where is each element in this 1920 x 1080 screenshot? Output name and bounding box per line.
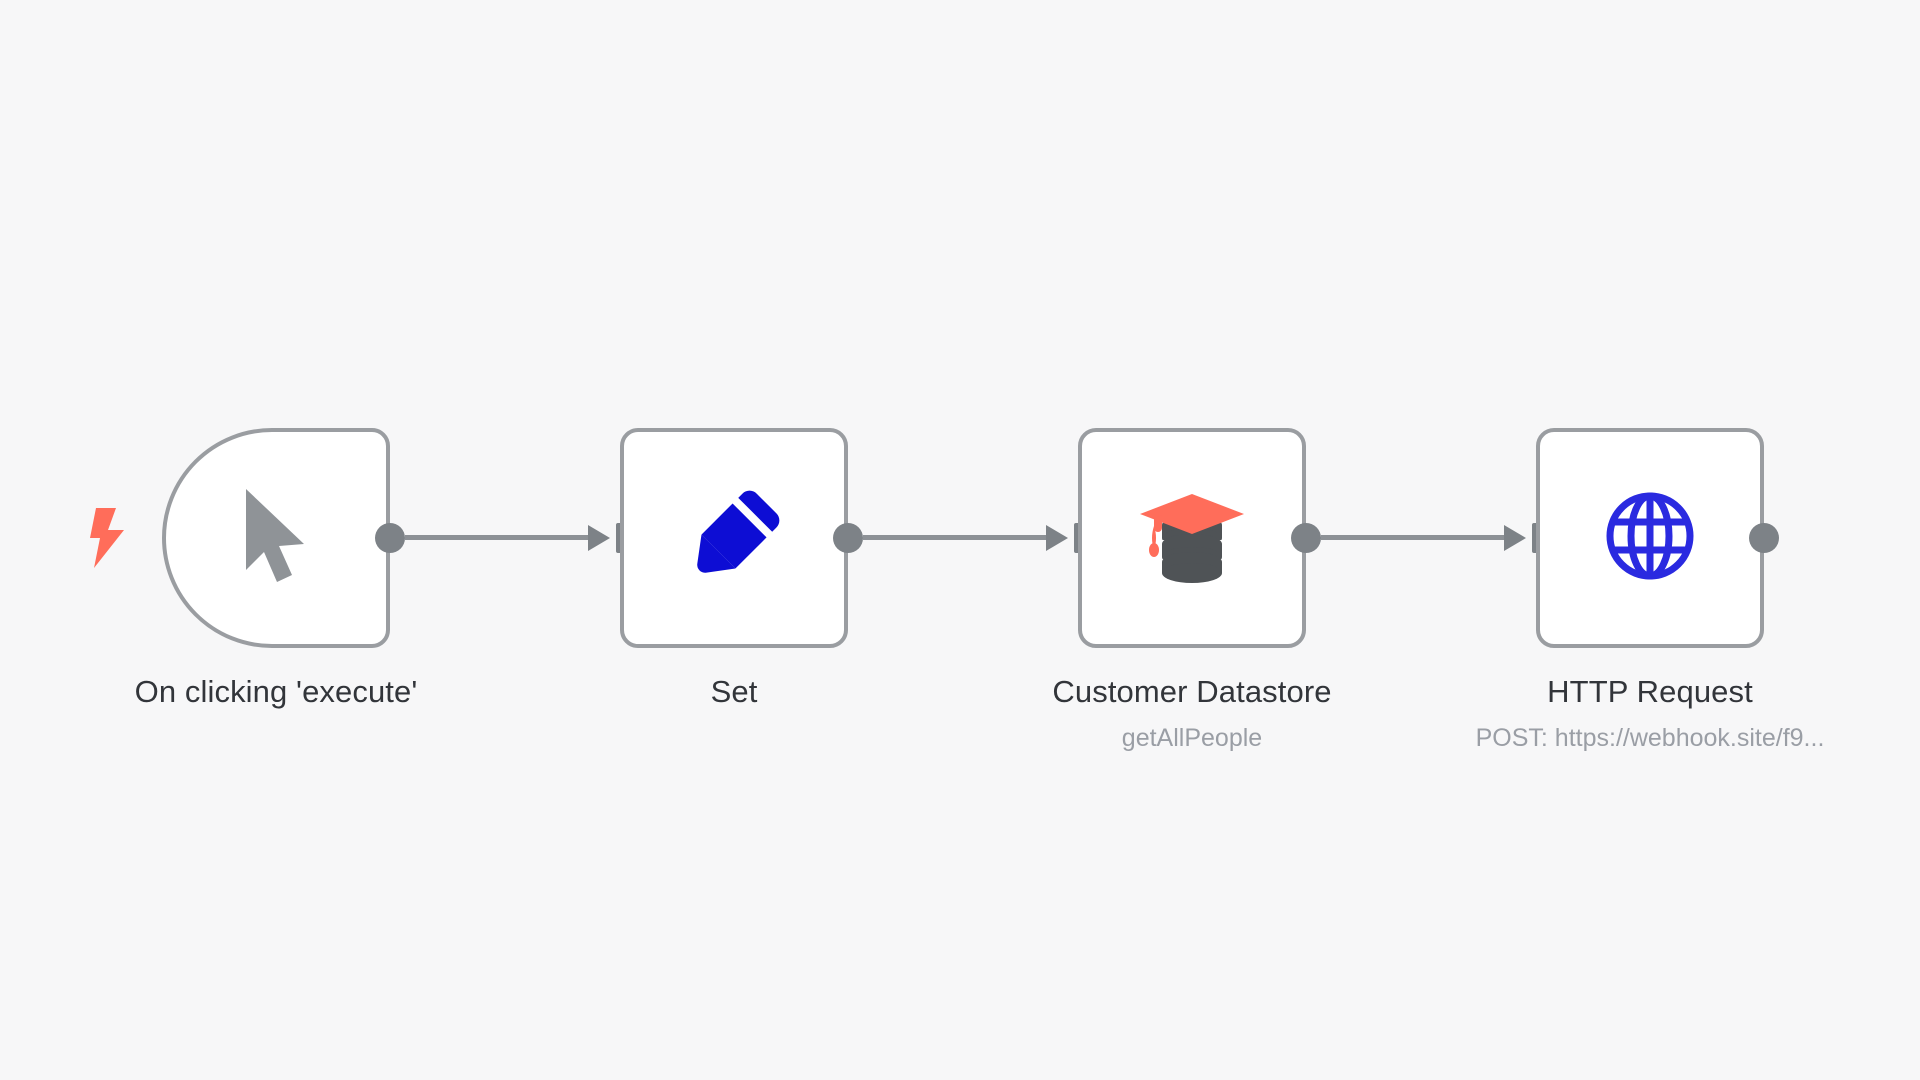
output-endpoint-set[interactable] bbox=[833, 523, 863, 553]
node-manual-trigger[interactable] bbox=[162, 428, 390, 648]
mouse-cursor-icon bbox=[238, 486, 314, 591]
output-endpoint-customer-datastore[interactable] bbox=[1291, 523, 1321, 553]
node-label-customer-datastore: Customer Datastore bbox=[1052, 674, 1332, 709]
pencil-icon bbox=[682, 484, 786, 593]
connector-datastore-to-http[interactable] bbox=[1321, 535, 1516, 540]
node-http-request[interactable] bbox=[1536, 428, 1764, 648]
node-set[interactable] bbox=[620, 428, 848, 648]
arrow-right-icon bbox=[588, 525, 610, 551]
node-customer-datastore[interactable] bbox=[1078, 428, 1306, 648]
node-label-set: Set bbox=[710, 674, 758, 709]
globe-icon bbox=[1600, 486, 1700, 591]
node-sublabel-http-request: POST: https://webhook.site/f9... bbox=[1475, 724, 1825, 752]
connector-set-to-datastore[interactable] bbox=[863, 535, 1058, 540]
node-label-manual-trigger: On clicking 'execute' bbox=[134, 674, 418, 709]
output-endpoint-manual-trigger[interactable] bbox=[375, 523, 405, 553]
connector-trigger-to-set[interactable] bbox=[405, 535, 600, 540]
graduation-cap-database-icon bbox=[1136, 484, 1248, 593]
arrow-right-icon bbox=[1504, 525, 1526, 551]
arrow-right-icon bbox=[1046, 525, 1068, 551]
node-label-http-request: HTTP Request bbox=[1547, 674, 1753, 709]
lightning-bolt-icon bbox=[90, 508, 124, 573]
node-sublabel-customer-datastore: getAllPeople bbox=[1121, 724, 1263, 752]
output-endpoint-http-request[interactable] bbox=[1749, 523, 1779, 553]
